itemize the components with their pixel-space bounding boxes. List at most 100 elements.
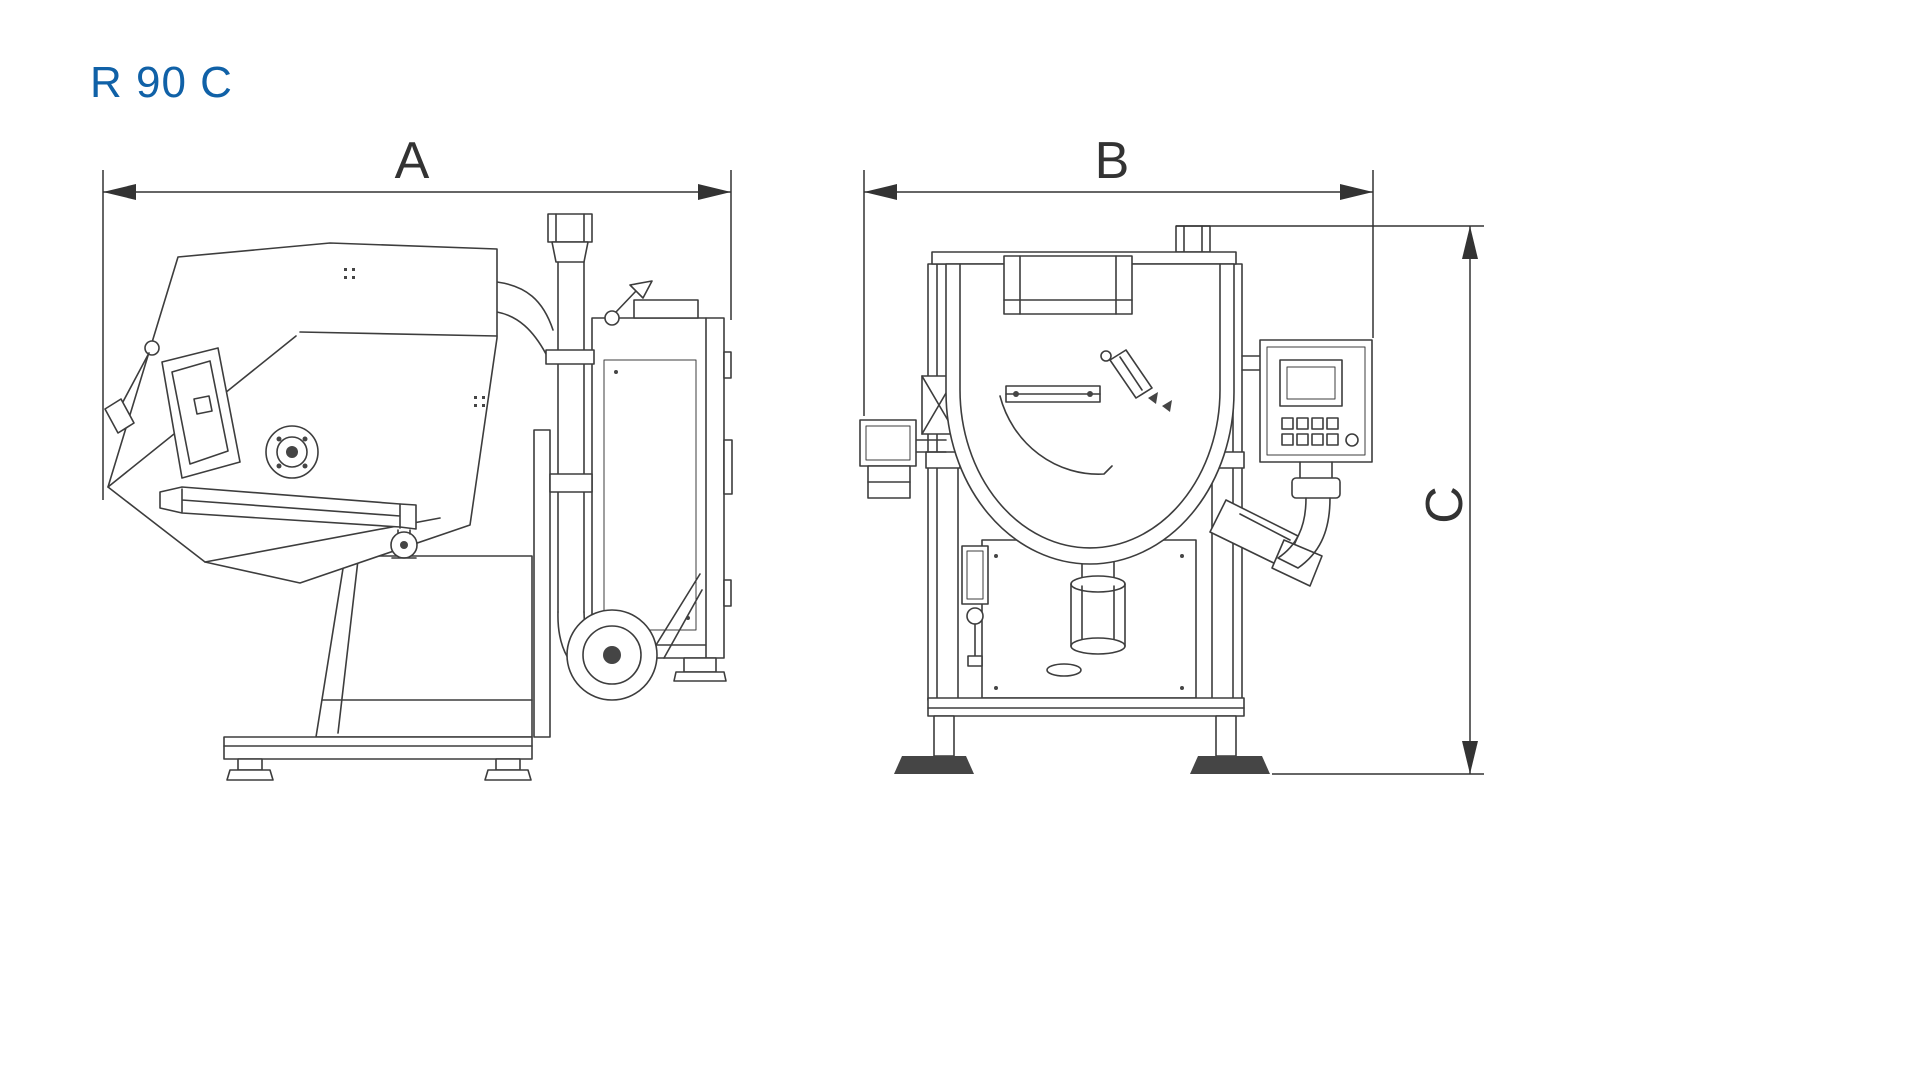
dimension-c: C [1176, 225, 1484, 775]
arrowhead-right [1340, 184, 1373, 200]
motor-body-inner [865, 425, 911, 461]
foot-pad [1190, 756, 1270, 774]
pedestal-lines [321, 559, 533, 734]
dimension-b-lines [863, 170, 1374, 416]
cabinet-tab [723, 579, 732, 607]
dimension-b: B [863, 132, 1374, 416]
arrowhead-right [698, 184, 731, 200]
foot-stem [1215, 715, 1237, 757]
foot [237, 758, 263, 771]
front-view-drawing [859, 225, 1373, 774]
foot-pad [226, 769, 274, 781]
base-plate [223, 736, 533, 760]
door-screw [614, 370, 618, 374]
model-title: R 90 C [90, 58, 233, 107]
panel-screw [1180, 554, 1184, 558]
damper-knob [966, 607, 984, 625]
duct-cap-lines [555, 213, 585, 243]
cabinet-tab [723, 439, 733, 495]
drum-inner [959, 263, 1221, 549]
drum-duct-connector [496, 281, 554, 355]
discharge-chute [1209, 499, 1323, 587]
panel-hinge [1291, 477, 1341, 499]
foot-pad [894, 756, 974, 774]
chute-line [1239, 513, 1291, 541]
arm-lines [181, 488, 401, 529]
hub-bolt [302, 436, 308, 442]
cylinder-top [1070, 575, 1126, 593]
drum-door-inner [171, 360, 229, 465]
panel-slot [1046, 663, 1082, 677]
dimension-c-lines [1176, 225, 1484, 775]
damper-body [961, 545, 989, 605]
bottom-frame [927, 697, 1245, 717]
left-damper [961, 545, 989, 667]
damper-foot [967, 655, 983, 667]
pedestal [315, 555, 533, 738]
tilt-drum-assembly [104, 242, 498, 584]
top-pipe [1175, 225, 1211, 265]
dimension-b-label: B [1095, 132, 1130, 190]
mixing-drum [945, 255, 1235, 565]
feet [894, 715, 1270, 774]
arrowhead-bottom [1462, 741, 1478, 774]
cabinet-body [591, 317, 725, 659]
chute-spout [1271, 539, 1323, 587]
damper-inner [966, 550, 984, 600]
support-arm [159, 486, 418, 559]
foot [495, 758, 521, 771]
panel-mount-arm [1241, 355, 1261, 371]
cabinet-foot [683, 657, 717, 673]
lever-mark [1162, 400, 1172, 412]
handle-pivot [144, 340, 160, 356]
panel-arm-pipe [1277, 497, 1331, 569]
exhaust-duct [545, 213, 658, 701]
panel-face [1266, 346, 1366, 456]
panel-screen-inner [1286, 366, 1336, 400]
drum-outer [945, 263, 1235, 565]
handle-knob [104, 398, 135, 434]
panel-screw [994, 686, 998, 690]
arm-mount-lines [391, 529, 417, 559]
duct-flange-upper [545, 349, 595, 365]
arrowhead-left [864, 184, 897, 200]
lever-line [1119, 356, 1143, 391]
panel-dial [1345, 433, 1359, 447]
panel-screw [994, 554, 998, 558]
lever-pivot [1100, 350, 1112, 362]
arrowhead-left [103, 184, 136, 200]
dimension-a: A [102, 132, 732, 500]
cabinet-top-box [633, 299, 699, 319]
panel-bracket [1299, 461, 1333, 479]
dimension-annotations: A B C [102, 132, 1484, 775]
dimension-a-lines [102, 170, 732, 500]
duct-tube [557, 261, 585, 613]
cylinder-walls [1070, 583, 1126, 647]
dimension-c-label: C [1416, 486, 1474, 524]
arm-pivot-center [400, 541, 408, 549]
hub-bolt [276, 436, 282, 442]
control-panel [1241, 339, 1373, 569]
blower-inner [582, 625, 642, 685]
valve-flag [629, 280, 653, 299]
pipe-lines [1181, 225, 1205, 265]
bottom-cylinder [1070, 555, 1126, 655]
foot-stem [933, 715, 955, 757]
rear-column [533, 429, 551, 738]
dimension-a-label: A [395, 132, 430, 190]
drum-scroll-arc [999, 395, 1113, 475]
left-motor [859, 375, 957, 499]
blower-hub [603, 646, 621, 664]
cylinder-bottom [1070, 637, 1126, 655]
hub-center [286, 446, 298, 458]
base-frame [223, 736, 533, 781]
foot-pad [484, 769, 532, 781]
drum-outline [107, 242, 498, 584]
motor-shaft [915, 439, 947, 453]
pipe-head [1175, 225, 1211, 253]
hub-mid [276, 436, 308, 468]
duct-neck [551, 241, 589, 263]
side-view-drawing [104, 213, 733, 781]
